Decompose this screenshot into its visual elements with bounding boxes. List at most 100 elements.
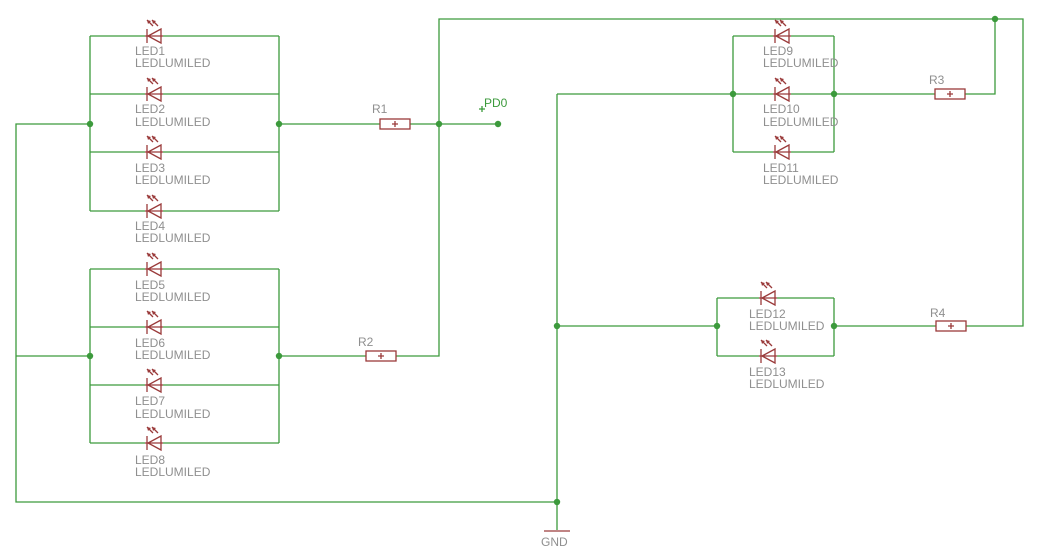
led13-name: LED13 bbox=[749, 365, 786, 379]
led-arrow-head bbox=[152, 195, 156, 199]
junction-dot bbox=[86, 120, 94, 128]
resistor-plus-sign bbox=[378, 353, 384, 359]
led-arrow-head bbox=[761, 282, 765, 286]
junction-dot bbox=[991, 15, 999, 23]
led2-name: LED2 bbox=[135, 102, 165, 116]
junction-dot bbox=[275, 352, 283, 360]
led-symbol bbox=[145, 135, 163, 161]
led-arrow-head bbox=[761, 340, 765, 344]
led-symbol bbox=[145, 368, 163, 394]
wire bbox=[556, 93, 733, 530]
wires bbox=[15, 18, 1024, 530]
led8-value: LEDLUMILED bbox=[135, 465, 211, 479]
led-symbol bbox=[773, 19, 791, 45]
led13-value: LEDLUMILED bbox=[749, 377, 825, 391]
led7-value: LEDLUMILED bbox=[135, 407, 211, 421]
junction-dot bbox=[553, 322, 561, 330]
led-arrow-head bbox=[152, 253, 156, 257]
led3-name: LED3 bbox=[135, 161, 165, 175]
led-symbol bbox=[145, 19, 163, 45]
led4-name: LED4 bbox=[135, 219, 165, 233]
led-arrow-head bbox=[147, 311, 151, 315]
led-arrow-head bbox=[147, 195, 151, 199]
led2-value: LEDLUMILED bbox=[135, 115, 211, 129]
led6-name: LED6 bbox=[135, 336, 165, 350]
led-symbol bbox=[145, 252, 163, 278]
led-symbol bbox=[145, 77, 163, 103]
resistor-r1: R1 bbox=[372, 102, 411, 130]
led10-name: LED10 bbox=[763, 102, 800, 116]
led-arrow-head bbox=[780, 136, 784, 140]
resistor-r3: R3 bbox=[929, 73, 966, 100]
junction-dot bbox=[729, 90, 737, 98]
resistor-r2: R2 bbox=[358, 335, 397, 362]
led4-value: LEDLUMILED bbox=[135, 231, 211, 245]
pd0-terminal bbox=[494, 120, 502, 128]
wire bbox=[834, 19, 996, 95]
junction-dot bbox=[86, 352, 94, 360]
r2-label: R2 bbox=[358, 335, 374, 349]
led-layer bbox=[145, 19, 791, 452]
gnd-label: GND bbox=[541, 535, 568, 549]
led-arrow-head bbox=[147, 369, 151, 373]
led-symbol bbox=[145, 194, 163, 220]
led8-name: LED8 bbox=[135, 453, 165, 467]
led-arrow-head bbox=[147, 20, 151, 24]
junction-dot bbox=[435, 120, 443, 128]
r4-label: R4 bbox=[930, 306, 946, 320]
led-arrow-head bbox=[152, 136, 156, 140]
led-arrow-head bbox=[152, 369, 156, 373]
led-symbol bbox=[759, 281, 777, 307]
led-arrow-head bbox=[152, 20, 156, 24]
led-arrow-head bbox=[775, 78, 779, 82]
led-symbol bbox=[773, 135, 791, 161]
resistor-body bbox=[934, 88, 966, 100]
wire bbox=[15, 123, 557, 503]
resistor-body bbox=[935, 320, 967, 332]
led-arrow-head bbox=[766, 282, 770, 286]
led-symbol bbox=[759, 339, 777, 365]
resistor-r4: R4 bbox=[930, 306, 967, 332]
led-arrow-head bbox=[147, 78, 151, 82]
led-arrow-head bbox=[780, 20, 784, 24]
led11-value: LEDLUMILED bbox=[763, 173, 839, 187]
led1-name: LED1 bbox=[135, 44, 165, 58]
led6-value: LEDLUMILED bbox=[135, 348, 211, 362]
wire bbox=[279, 18, 1024, 357]
led-symbol bbox=[145, 310, 163, 336]
led9-value: LEDLUMILED bbox=[763, 56, 839, 70]
junction-dot bbox=[830, 90, 838, 98]
resistor-body bbox=[379, 118, 411, 130]
resistor-plus-sign bbox=[948, 323, 954, 329]
led-arrow-head bbox=[152, 78, 156, 82]
led-arrow-head bbox=[775, 20, 779, 24]
led-arrow-head bbox=[766, 340, 770, 344]
led-arrow-head bbox=[147, 427, 151, 431]
junction-dot bbox=[275, 120, 283, 128]
led-arrow-head bbox=[152, 311, 156, 315]
led-symbol bbox=[773, 77, 791, 103]
pd0-label: PD0 bbox=[484, 96, 508, 110]
led-labels: LED1 LEDLUMILED LED2 LEDLUMILED LED3 LED… bbox=[135, 44, 839, 479]
led-arrow-head bbox=[775, 136, 779, 140]
junctions bbox=[86, 15, 999, 506]
r3-label: R3 bbox=[929, 73, 945, 87]
junction-dot bbox=[830, 322, 838, 330]
r1-label: R1 bbox=[372, 102, 388, 116]
led-arrow-head bbox=[147, 136, 151, 140]
led7-name: LED7 bbox=[135, 394, 165, 408]
resistor-plus-sign bbox=[392, 121, 398, 127]
led1-value: LEDLUMILED bbox=[135, 56, 211, 70]
led-arrow-head bbox=[780, 78, 784, 82]
led12-name: LED12 bbox=[749, 307, 786, 321]
led3-value: LEDLUMILED bbox=[135, 173, 211, 187]
pd0-net: PD0 bbox=[479, 96, 508, 112]
led5-value: LEDLUMILED bbox=[135, 290, 211, 304]
gnd-symbol: GND bbox=[541, 530, 570, 549]
led11-name: LED11 bbox=[763, 161, 799, 175]
led9-name: LED9 bbox=[763, 44, 793, 58]
led5-name: LED5 bbox=[135, 278, 165, 292]
led-symbol bbox=[145, 426, 163, 452]
led-arrow-head bbox=[147, 253, 151, 257]
